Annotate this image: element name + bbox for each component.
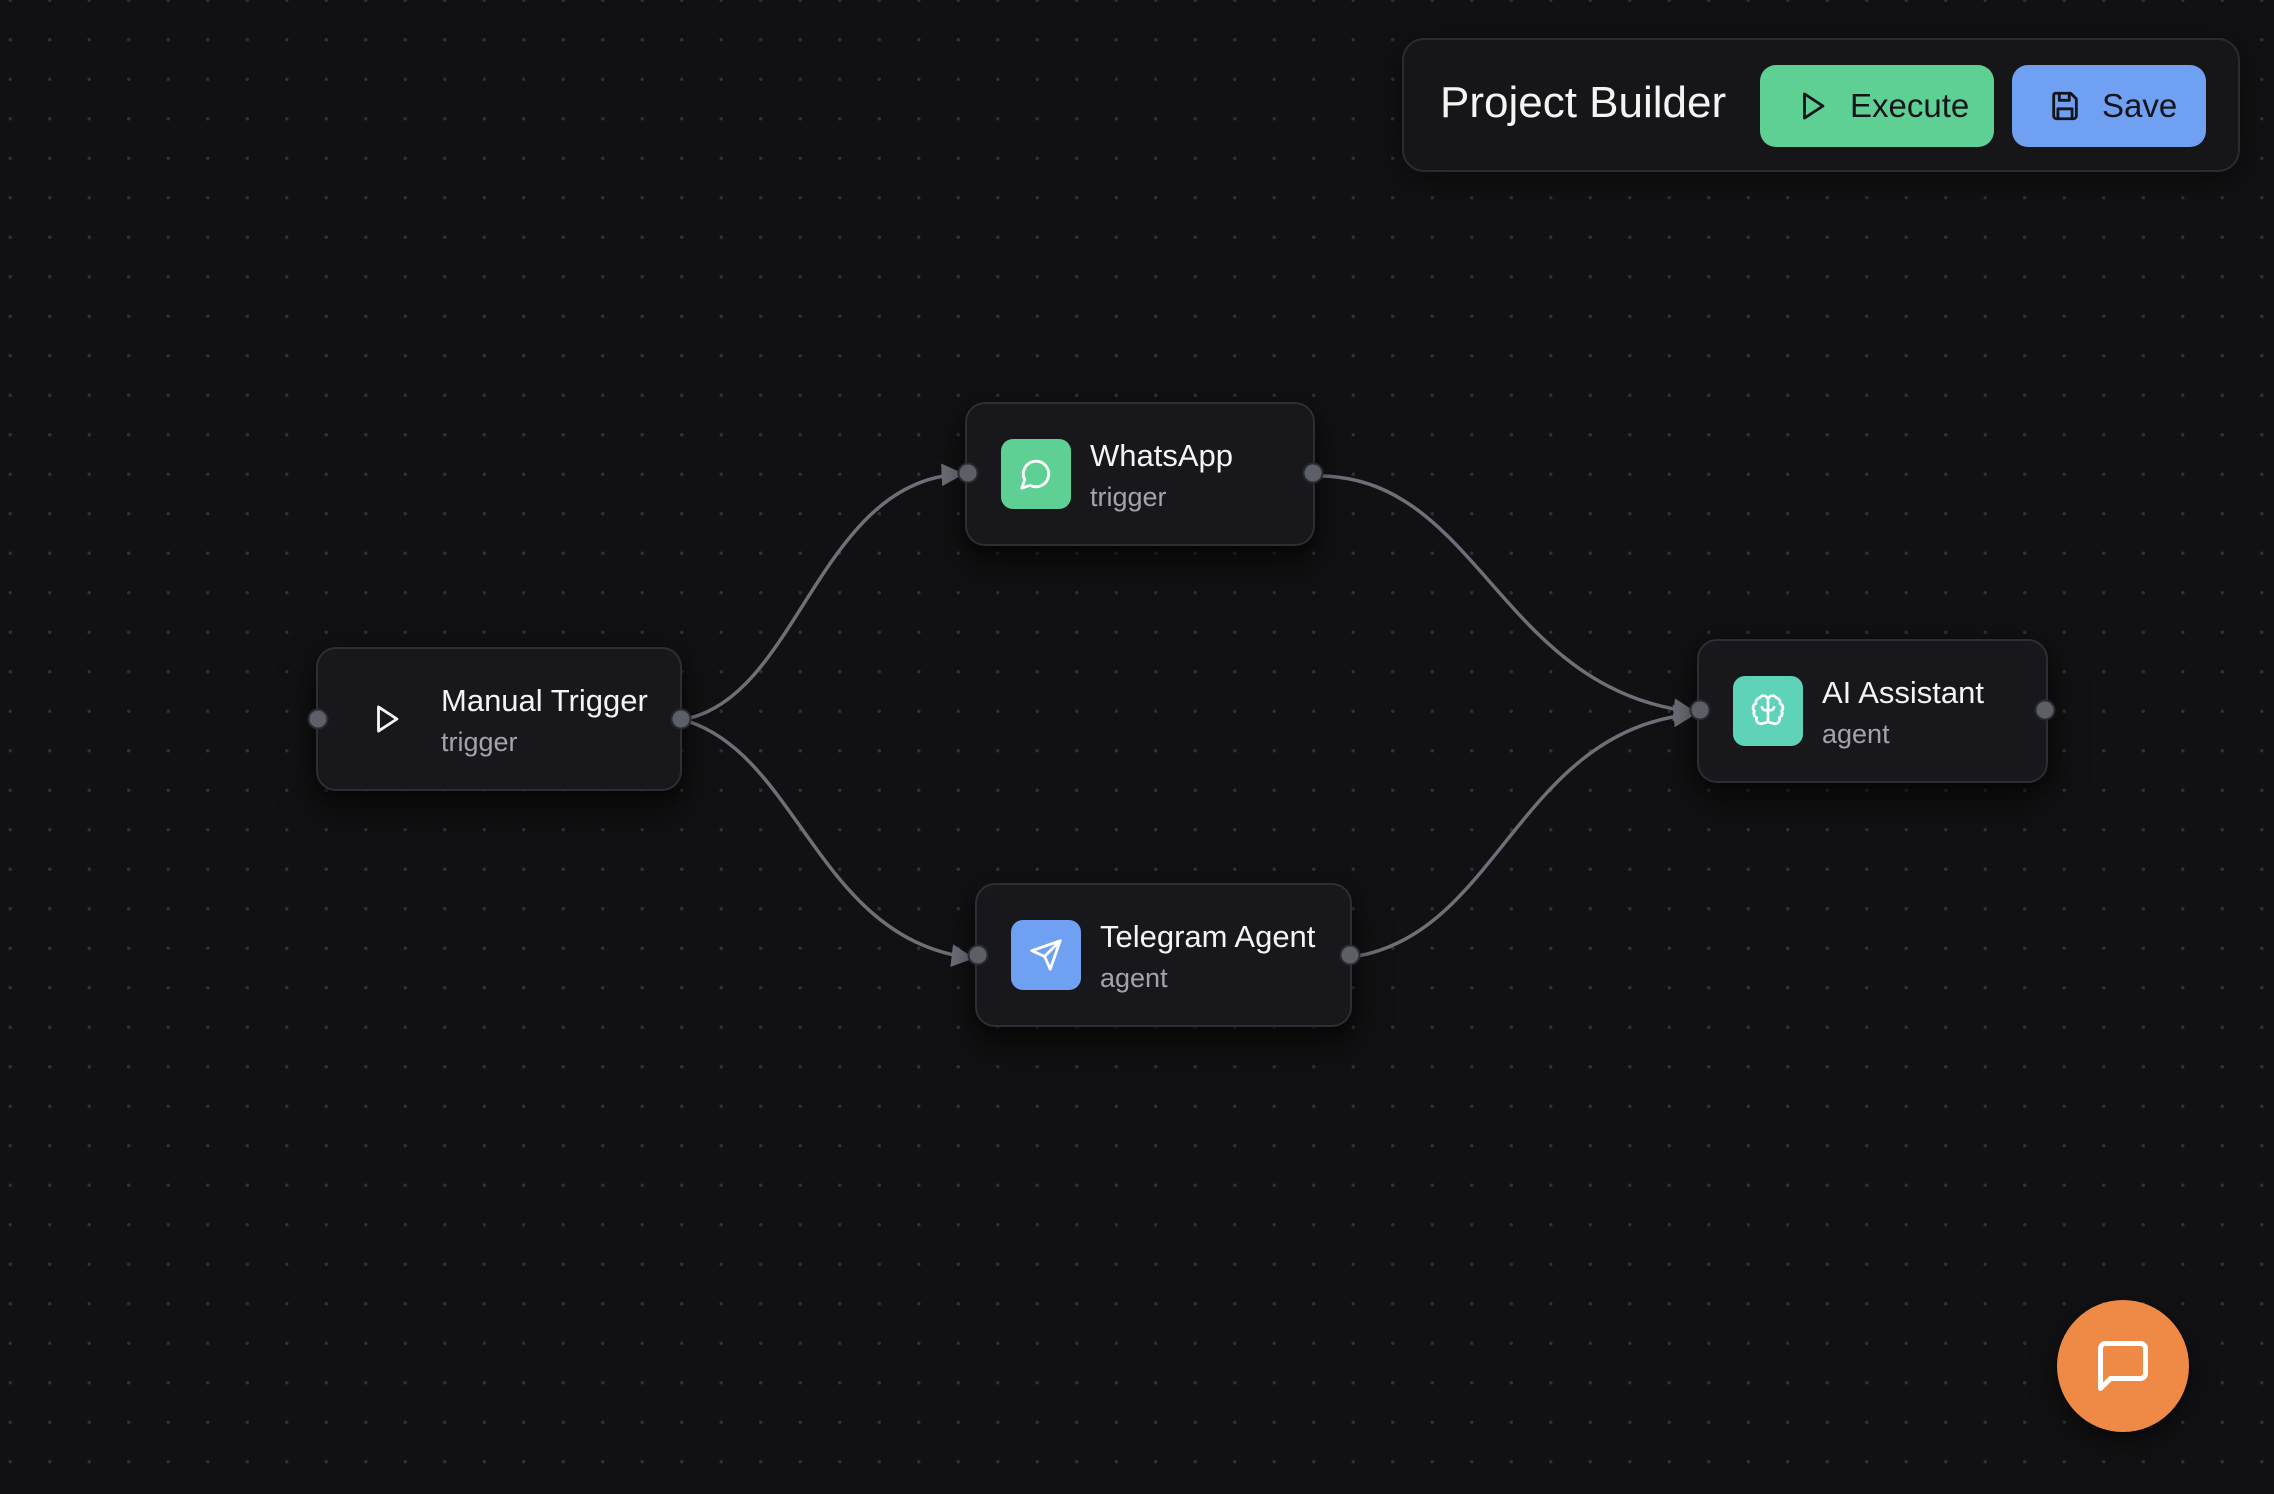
input-handle[interactable]	[307, 708, 329, 730]
input-handle[interactable]	[957, 462, 979, 484]
output-handle[interactable]	[1339, 944, 1361, 966]
brain-icon	[1733, 676, 1803, 746]
save-label: Save	[2102, 87, 2178, 124]
node-title: WhatsApp	[1090, 438, 1234, 473]
node-title: Manual Trigger	[441, 683, 648, 718]
execute-label: Execute	[1850, 87, 1970, 124]
save-button[interactable]: Save	[2012, 65, 2206, 147]
chat-button[interactable]	[2057, 1300, 2189, 1432]
node-manual-trigger[interactable]: Manual Trigger trigger	[316, 647, 682, 791]
output-handle[interactable]	[1302, 462, 1324, 484]
execute-button[interactable]: Execute	[1760, 65, 1994, 147]
send-icon	[1011, 920, 1081, 990]
play-icon	[352, 684, 422, 754]
output-handle[interactable]	[2034, 699, 2056, 721]
output-handle[interactable]	[670, 708, 692, 730]
node-title: AI Assistant	[1822, 675, 1984, 710]
node-whatsapp[interactable]: WhatsApp trigger	[965, 402, 1315, 546]
chat-icon	[2093, 1336, 2153, 1396]
node-telegram-agent[interactable]: Telegram Agent agent	[975, 883, 1352, 1027]
message-circle-icon	[1001, 439, 1071, 509]
node-type: agent	[1822, 719, 1890, 749]
toolbar-panel: Project Builder Execute Save	[1402, 38, 2240, 172]
play-icon	[1796, 89, 1830, 123]
input-handle[interactable]	[967, 944, 989, 966]
save-icon	[2048, 89, 2082, 123]
node-type: agent	[1100, 963, 1168, 993]
node-type: trigger	[441, 727, 518, 757]
node-type: trigger	[1090, 482, 1167, 512]
node-ai-assistant[interactable]: AI Assistant agent	[1697, 639, 2048, 783]
page-title: Project Builder	[1440, 78, 1727, 127]
node-title: Telegram Agent	[1100, 919, 1316, 954]
input-handle[interactable]	[1689, 699, 1711, 721]
